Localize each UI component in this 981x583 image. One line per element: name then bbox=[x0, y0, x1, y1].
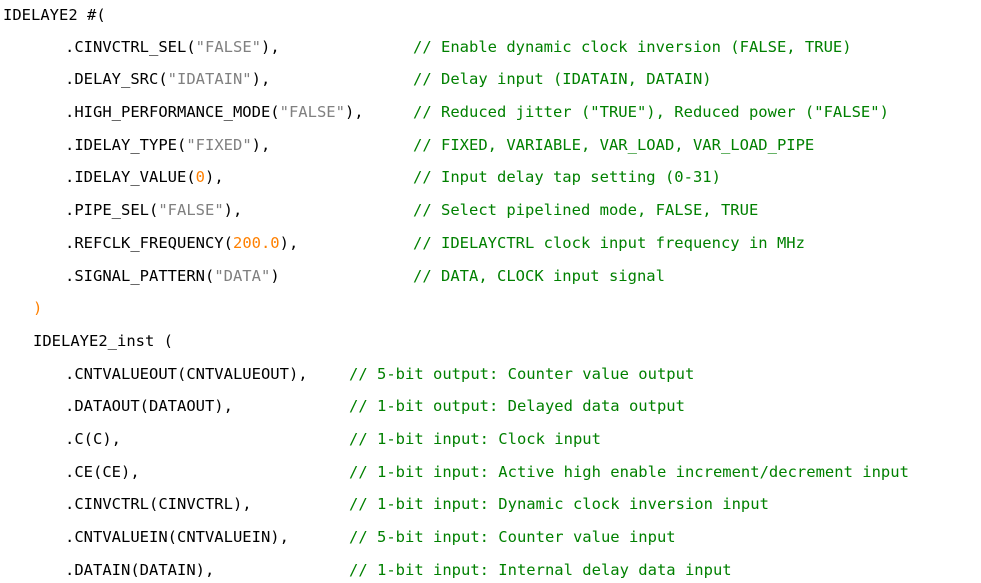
code-comment: // 1-bit input: Dynamic clock inversion … bbox=[349, 495, 769, 513]
code-line: ) bbox=[0, 296, 42, 320]
code-text: .CINVCTRL(CINVCTRL), bbox=[65, 492, 252, 516]
code-text: .CINVCTRL_SEL("FALSE"), bbox=[65, 35, 280, 59]
code-token: ), bbox=[251, 70, 271, 88]
code-line: IDELAYE2 #( bbox=[0, 3, 106, 27]
string-literal: "DATA" bbox=[214, 267, 271, 285]
code-text: IDELAYE2_inst ( bbox=[33, 329, 173, 353]
number-literal: ) bbox=[33, 299, 43, 317]
code-comment: // 1-bit input: Clock input bbox=[349, 430, 601, 448]
code-text: IDELAYE2 #( bbox=[3, 3, 106, 27]
code-text: .IDELAY_VALUE(0), bbox=[65, 165, 224, 189]
code-token: .REFCLK_FREQUENCY( bbox=[65, 234, 233, 252]
code-comment: // 1-bit input: Internal delay data inpu… bbox=[349, 561, 732, 579]
code-token: .CNTVALUEOUT(CNTVALUEOUT), bbox=[65, 365, 308, 383]
code-token: ) bbox=[270, 267, 280, 285]
string-literal: "FIXED" bbox=[186, 136, 252, 154]
code-token: .CE(CE), bbox=[65, 463, 140, 481]
code-line: .CNTVALUEIN(CNTVALUEIN), // 5-bit input:… bbox=[0, 525, 676, 549]
code-comment: // Input delay tap setting (0-31) bbox=[413, 168, 721, 186]
code-token: .C(C), bbox=[65, 430, 121, 448]
code-token: .SIGNAL_PATTERN( bbox=[65, 267, 215, 285]
code-text: .DATAIN(DATAIN), bbox=[65, 558, 214, 582]
code-token: ), bbox=[344, 103, 364, 121]
code-text: ) bbox=[33, 296, 42, 320]
code-comment: // Enable dynamic clock inversion (FALSE… bbox=[413, 38, 852, 56]
code-line: .REFCLK_FREQUENCY(200.0), // IDELAYCTRL … bbox=[0, 231, 805, 255]
string-literal: "FALSE" bbox=[158, 201, 224, 219]
code-token: ), bbox=[205, 168, 224, 186]
code-text: .DELAY_SRC("IDATAIN"), bbox=[65, 67, 270, 91]
code-token: .IDELAY_VALUE( bbox=[65, 168, 196, 186]
code-token: .CINVCTRL_SEL( bbox=[65, 38, 196, 56]
code-token: .CNTVALUEIN(CNTVALUEIN), bbox=[65, 528, 289, 546]
code-line: .IDELAY_VALUE(0), // Input delay tap set… bbox=[0, 165, 721, 189]
code-text: .SIGNAL_PATTERN("DATA") bbox=[65, 264, 280, 288]
code-line: .DATAOUT(DATAOUT), // 1-bit output: Dela… bbox=[0, 394, 685, 418]
code-comment: // IDELAYCTRL clock input frequency in M… bbox=[413, 234, 805, 252]
code-line: .DATAIN(DATAIN), // 1-bit input: Interna… bbox=[0, 558, 732, 582]
code-line: .DELAY_SRC("IDATAIN"), // Delay input (I… bbox=[0, 67, 712, 91]
code-line: .CINVCTRL(CINVCTRL), // 1-bit input: Dyn… bbox=[0, 492, 769, 516]
code-text: .REFCLK_FREQUENCY(200.0), bbox=[65, 231, 298, 255]
code-token: .PIPE_SEL( bbox=[65, 201, 159, 219]
code-token: .DATAOUT(DATAOUT), bbox=[65, 397, 233, 415]
code-token: .DELAY_SRC( bbox=[65, 70, 168, 88]
code-comment: // Delay input (IDATAIN, DATAIN) bbox=[413, 70, 712, 88]
code-comment: // 1-bit input: Active high enable incre… bbox=[349, 463, 909, 481]
code-text: .IDELAY_TYPE("FIXED"), bbox=[65, 133, 270, 157]
code-text: .CE(CE), bbox=[65, 460, 140, 484]
code-token: .HIGH_PERFORMANCE_MODE( bbox=[65, 103, 280, 121]
code-line: .CE(CE), // 1-bit input: Active high ena… bbox=[0, 460, 909, 484]
code-line: IDELAYE2_inst ( bbox=[0, 329, 173, 353]
code-line: .C(C), // 1-bit input: Clock input bbox=[0, 427, 601, 451]
code-token: .IDELAY_TYPE( bbox=[65, 136, 187, 154]
code-comment: // Select pipelined mode, FALSE, TRUE bbox=[413, 201, 759, 219]
code-comment: // Reduced jitter ("TRUE"), Reduced powe… bbox=[413, 103, 889, 121]
number-literal: 200.0 bbox=[232, 234, 280, 252]
code-token: IDELAYE2 #( bbox=[3, 6, 106, 24]
code-comment: // 5-bit input: Counter value input bbox=[349, 528, 676, 546]
number-literal: 0 bbox=[195, 168, 205, 186]
code-text: .PIPE_SEL("FALSE"), bbox=[65, 198, 242, 222]
code-text: .CNTVALUEOUT(CNTVALUEOUT), bbox=[65, 362, 308, 386]
code-token: IDELAYE2_inst ( bbox=[33, 332, 173, 350]
code-token: .CINVCTRL(CINVCTRL), bbox=[65, 495, 252, 513]
code-line: .PIPE_SEL("FALSE"), // Select pipelined … bbox=[0, 198, 758, 222]
code-token: ), bbox=[260, 38, 280, 56]
code-line: .IDELAY_TYPE("FIXED"), // FIXED, VARIABL… bbox=[0, 133, 814, 157]
string-literal: "FALSE" bbox=[195, 38, 261, 56]
code-line: .CNTVALUEOUT(CNTVALUEOUT), // 5-bit outp… bbox=[0, 362, 694, 386]
code-comment: // 1-bit output: Delayed data output bbox=[349, 397, 685, 415]
code-comment: // DATA, CLOCK input signal bbox=[413, 267, 665, 285]
code-text: .C(C), bbox=[65, 427, 121, 451]
string-literal: "FALSE" bbox=[279, 103, 345, 121]
code-text: .CNTVALUEIN(CNTVALUEIN), bbox=[65, 525, 289, 549]
code-token: ), bbox=[251, 136, 271, 154]
code-token: .DATAIN(DATAIN), bbox=[65, 561, 215, 579]
code-text: .HIGH_PERFORMANCE_MODE("FALSE"), bbox=[65, 100, 364, 124]
code-token: ), bbox=[223, 201, 243, 219]
code-text: .DATAOUT(DATAOUT), bbox=[65, 394, 233, 418]
code-token: ), bbox=[279, 234, 299, 252]
code-line: .HIGH_PERFORMANCE_MODE("FALSE"), // Redu… bbox=[0, 100, 889, 124]
code-comment: // 5-bit output: Counter value output bbox=[349, 365, 695, 383]
code-line: .CINVCTRL_SEL("FALSE"), // Enable dynami… bbox=[0, 35, 852, 59]
string-literal: "IDATAIN" bbox=[167, 70, 252, 88]
code-line: .SIGNAL_PATTERN("DATA") // DATA, CLOCK i… bbox=[0, 264, 665, 288]
code-comment: // FIXED, VARIABLE, VAR_LOAD, VAR_LOAD_P… bbox=[413, 136, 815, 154]
